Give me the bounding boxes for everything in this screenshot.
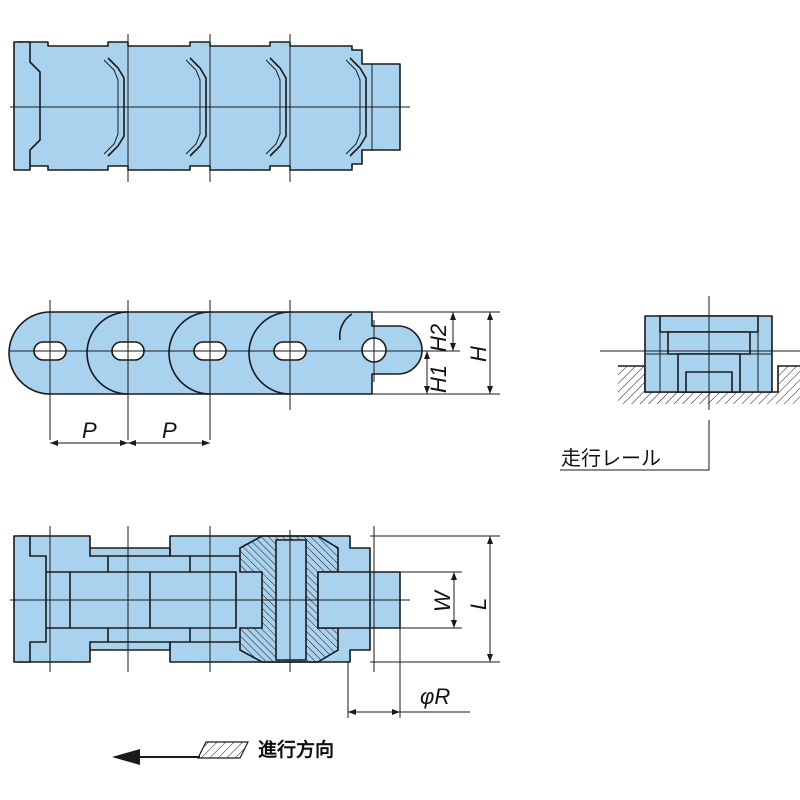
h1-label: H1 (426, 365, 451, 393)
w-label: W (430, 589, 455, 612)
left-arrow-icon (112, 749, 200, 765)
direction-label: 進行方向 (258, 738, 334, 761)
top-view (10, 34, 410, 182)
side-view (8, 300, 500, 446)
h-label: H (466, 346, 491, 362)
bottom-view (10, 526, 500, 718)
phi-r-label: φR (420, 684, 450, 709)
h2-label: H2 (426, 324, 451, 352)
l-label: L (466, 598, 491, 610)
hatch-icon (197, 741, 249, 759)
pitch-label-1: P (82, 418, 97, 443)
pitch-label-2: P (162, 418, 177, 443)
rail-section-view (560, 296, 800, 471)
rail-label: 走行レール (561, 446, 661, 470)
